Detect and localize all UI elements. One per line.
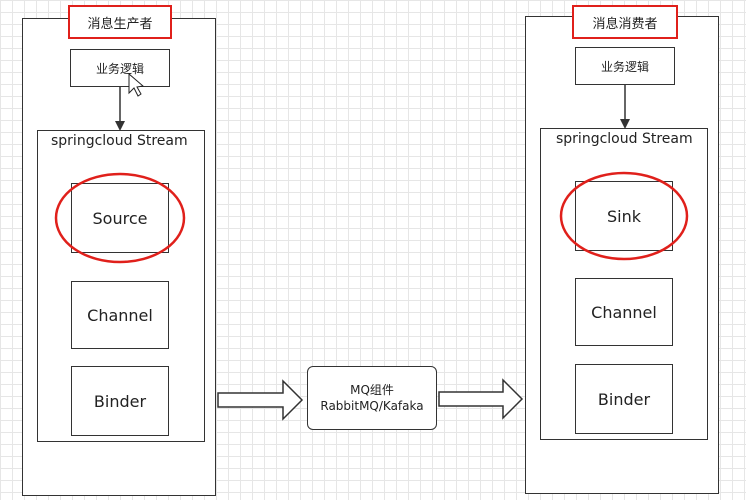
consumer-sink-box: Sink <box>575 181 673 251</box>
mq-component-box: MQ组件 RabbitMQ/Kafaka <box>307 366 437 430</box>
consumer-binder-box: Binder <box>575 364 673 434</box>
mq-to-consumer-arrow <box>438 378 524 420</box>
consumer-title: 消息消费者 <box>572 5 678 39</box>
producer-title: 消息生产者 <box>68 5 172 39</box>
producer-business-logic: 业务逻辑 <box>70 49 170 87</box>
consumer-business-logic: 业务逻辑 <box>575 47 675 85</box>
mq-component-impl: RabbitMQ/Kafaka <box>320 399 424 413</box>
producer-to-mq-arrow <box>217 379 304 421</box>
producer-source-box: Source <box>71 183 169 253</box>
consumer-channel-box: Channel <box>575 278 673 346</box>
producer-channel-box: Channel <box>71 281 169 349</box>
producer-binder-box: Binder <box>71 366 169 436</box>
consumer-stream-label: springcloud Stream <box>556 131 693 147</box>
mq-component-label: MQ组件 <box>350 383 394 397</box>
producer-stream-label: springcloud Stream <box>51 133 188 149</box>
